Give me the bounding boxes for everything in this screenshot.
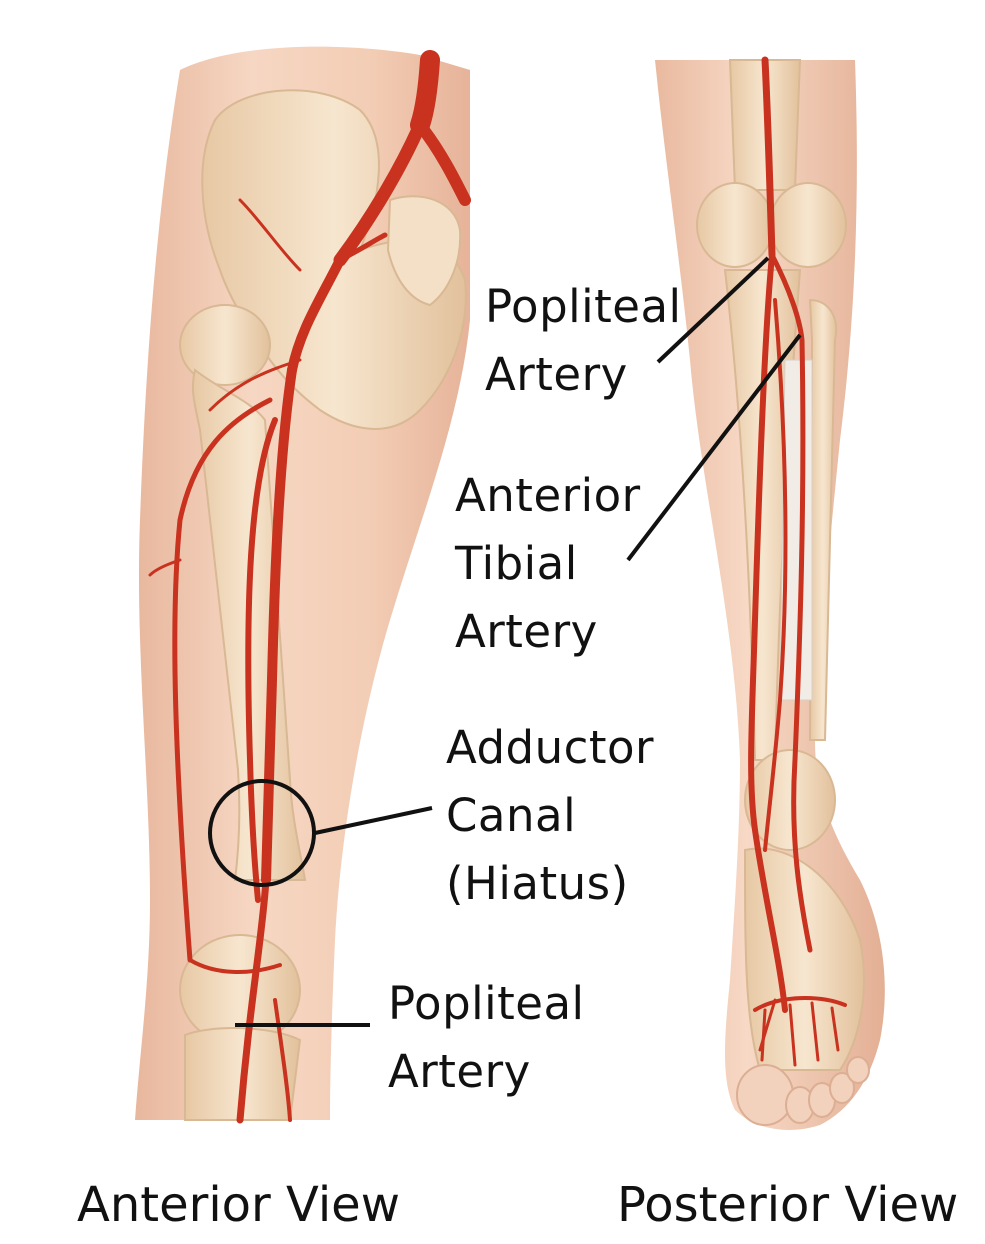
label-line: Canal: [446, 789, 577, 842]
label-popliteal-artery-posterior: Popliteal Artery: [485, 273, 682, 409]
adductor-canal-circle: [208, 779, 316, 887]
external-iliac-artery: [287, 255, 345, 375]
pelvic-branch: [238, 198, 302, 272]
label-anterior-tibial-artery: Anterior Tibial Artery: [455, 462, 641, 666]
leader-anterior-tibial: [626, 333, 802, 562]
sacrum-bone: [386, 195, 462, 307]
caption-anterior-view: Anterior View: [77, 1177, 400, 1233]
label-line: Artery: [485, 348, 628, 401]
label-line: (Hiatus): [446, 857, 629, 910]
caption-posterior-view: Posterior View: [617, 1177, 959, 1233]
internal-iliac-branch: [337, 232, 388, 263]
muscular-branch-1: [148, 558, 182, 577]
label-line: Anterior: [455, 469, 641, 522]
leader-adductor-canal: [314, 806, 433, 835]
toes: [736, 1056, 870, 1126]
knee-condyle-right: [769, 182, 847, 268]
posterior-tibial-artery: [748, 252, 788, 1013]
posterior-arteries: [748, 56, 847, 1067]
label-line: Tibial: [455, 537, 578, 590]
label-popliteal-artery-anterior: Popliteal Artery: [388, 970, 585, 1106]
leader-popliteal-posterior: [656, 256, 770, 364]
knee-branch-artery: [188, 958, 282, 974]
digital-artery-3: [810, 1001, 820, 1062]
label-line: Popliteal: [388, 977, 585, 1030]
label-line: Artery: [388, 1045, 531, 1098]
fibula-bone: [808, 298, 838, 741]
peroneal-artery: [763, 298, 788, 852]
leader-lines: [208, 256, 802, 1027]
label-line: Popliteal: [485, 280, 682, 333]
posterior-leg: [640, 40, 885, 1130]
anterior-tibial-artery: [769, 252, 813, 953]
label-line: Artery: [455, 605, 598, 658]
digital-artery-4: [830, 1006, 840, 1052]
femoral-artery: [261, 365, 297, 885]
knee-condyle-left: [696, 182, 774, 268]
muscular-branch-2: [273, 998, 292, 1122]
anterior-leg: [120, 40, 500, 1124]
deep-femoral-artery: [245, 417, 278, 903]
digital-artery-5: [758, 998, 777, 1052]
dorsal-arch: [753, 996, 847, 1012]
common-iliac-artery: [333, 118, 427, 267]
right-iliac-branch: [414, 119, 471, 206]
femoral-head: [179, 304, 271, 386]
label-line: Adductor: [446, 721, 655, 774]
popliteal-artery-anterior: [236, 876, 270, 1124]
lateral-circumflex-artery: [172, 397, 273, 963]
circumflex-iliac: [208, 358, 302, 412]
label-adductor-canal: Adductor Canal (Hiatus): [446, 714, 654, 918]
digital-artery-2: [788, 1003, 797, 1067]
